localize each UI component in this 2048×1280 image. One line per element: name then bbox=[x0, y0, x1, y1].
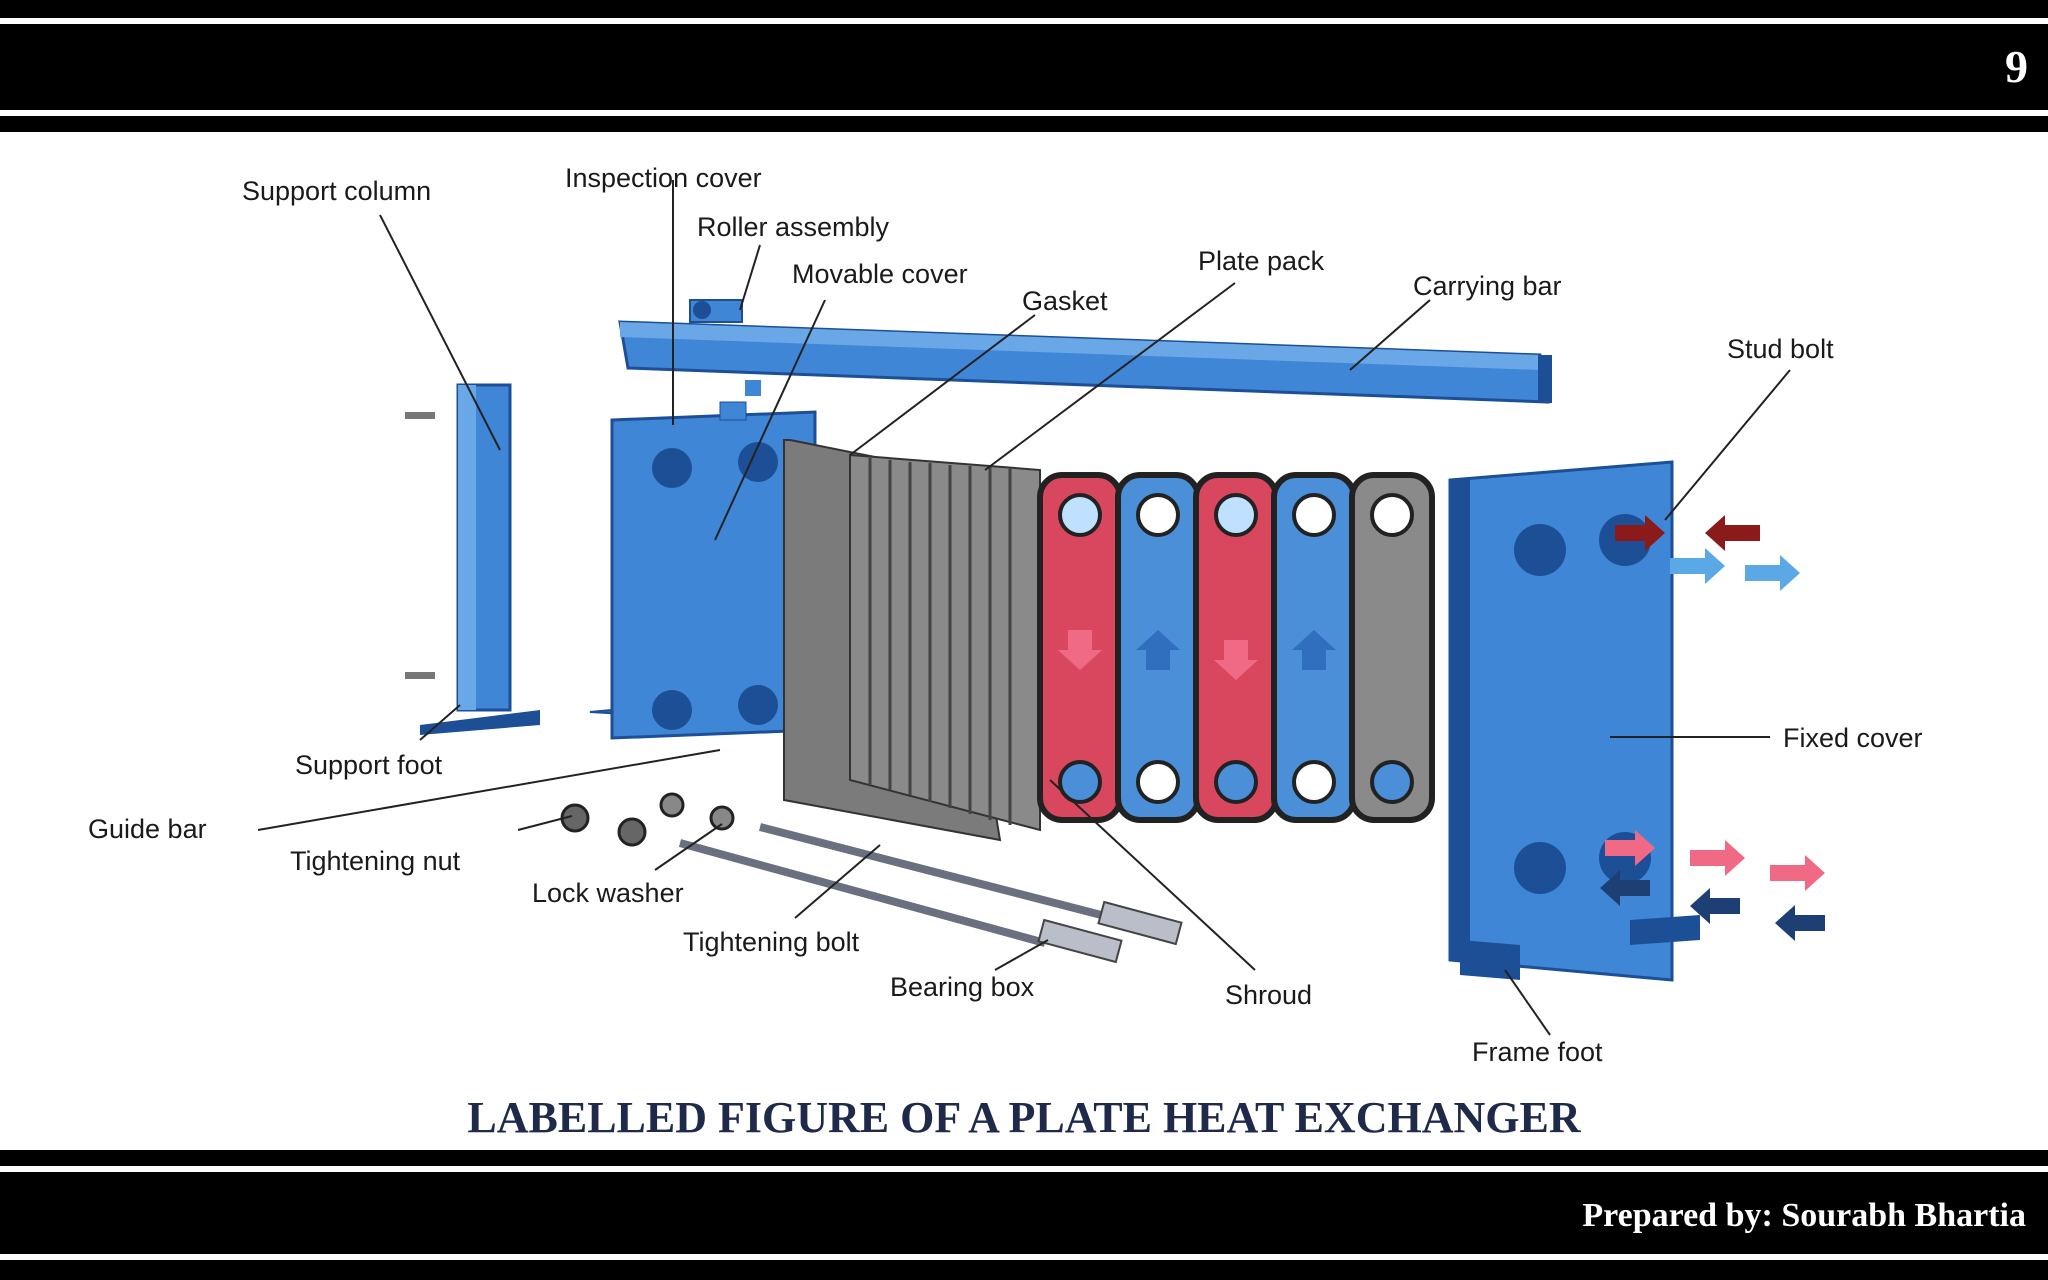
fixed-cover-shape bbox=[1448, 460, 1700, 982]
plate-heat-exchanger-diagram: Support column Inspection cover Roller a… bbox=[0, 140, 2048, 1090]
support-column-shape bbox=[405, 383, 540, 735]
header-band-main bbox=[0, 24, 2048, 110]
label-roller-assembly: Roller assembly bbox=[697, 212, 890, 242]
footer-stripe bbox=[0, 1150, 2048, 1166]
diagram-svg: Support column Inspection cover Roller a… bbox=[88, 163, 1923, 1067]
label-stud-bolt: Stud bolt bbox=[1727, 334, 1834, 364]
label-plate-pack: Plate pack bbox=[1198, 246, 1325, 276]
carrying-bar-shape bbox=[618, 320, 1552, 404]
label-carrying-bar: Carrying bar bbox=[1413, 271, 1562, 301]
label-support-column: Support column bbox=[242, 176, 431, 206]
movable-cover-shape bbox=[610, 401, 817, 740]
label-movable-cover: Movable cover bbox=[792, 259, 968, 289]
label-shroud: Shroud bbox=[1225, 980, 1312, 1010]
header-band bbox=[0, 0, 2048, 18]
label-inspection-cover: Inspection cover bbox=[565, 163, 762, 193]
label-tightening-bolt: Tightening bolt bbox=[683, 927, 860, 957]
header-stripe bbox=[0, 116, 2048, 132]
label-tightening-nut: Tightening nut bbox=[290, 846, 461, 876]
slide-number: 9 bbox=[2005, 41, 2028, 92]
label-bearing-box: Bearing box bbox=[890, 972, 1035, 1002]
footer-band-main bbox=[0, 1172, 2048, 1254]
label-frame-foot: Frame foot bbox=[1472, 1037, 1603, 1067]
leader-lines bbox=[257, 180, 1791, 1036]
plate-pack-shape bbox=[849, 453, 1041, 832]
label-gasket: Gasket bbox=[1022, 286, 1108, 316]
label-lock-washer: Lock washer bbox=[532, 878, 684, 908]
label-fixed-cover: Fixed cover bbox=[1783, 723, 1923, 753]
heat-plates bbox=[1037, 472, 1435, 823]
author-credit: Prepared by: Sourabh Bhartia bbox=[1582, 1197, 2026, 1234]
label-guide-bar: Guide bar bbox=[88, 814, 207, 844]
flow-arrows bbox=[1600, 515, 1825, 941]
roller-assembly-shape bbox=[689, 299, 761, 396]
figure-caption: LABELLED FIGURE OF A PLATE HEAT EXCHANGE… bbox=[467, 1093, 1581, 1142]
loose-parts bbox=[560, 792, 1183, 964]
label-support-foot: Support foot bbox=[295, 750, 443, 780]
footer-band bbox=[0, 1260, 2048, 1280]
